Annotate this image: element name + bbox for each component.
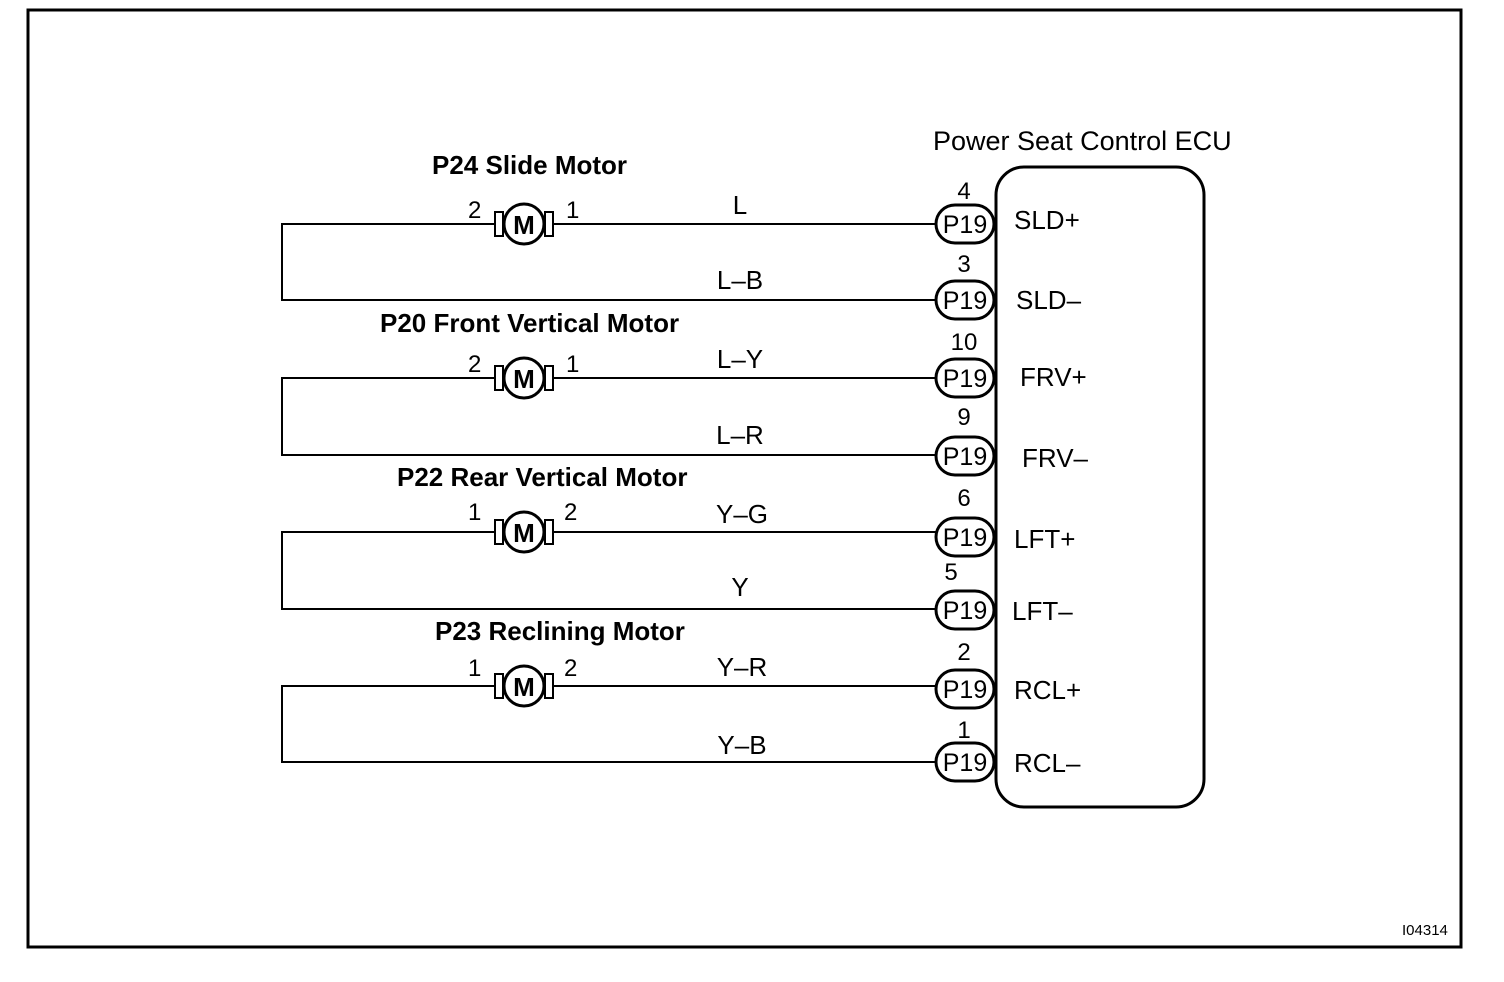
motor-group-reclining: P23 Reclining Motor M 1 2 Y–R Y–B [281, 616, 938, 763]
motor-title: P24 Slide Motor [432, 150, 627, 180]
wire-loop [281, 377, 938, 456]
motor-title: P23 Reclining Motor [435, 616, 685, 646]
terminal-pin-number: 10 [951, 329, 978, 356]
terminal-pin-number: 5 [944, 559, 957, 586]
terminal-name: RCL+ [1014, 675, 1081, 705]
svg-text:M: M [513, 364, 535, 394]
connector-label: P19 [943, 287, 987, 315]
ecu-title: Power Seat Control ECU [933, 126, 1232, 156]
motor-pin-right: 2 [564, 655, 577, 682]
connector-label: P19 [943, 443, 987, 471]
wire-color-label: Y–R [717, 652, 768, 682]
connector-oval [934, 357, 996, 399]
motor-icon: M [494, 356, 554, 400]
motor-title: P20 Front Vertical Motor [380, 308, 679, 338]
figure-code: I04314 [1402, 922, 1448, 939]
connector-label: P19 [943, 211, 987, 239]
motor-group-rear-vertical: P22 Rear Vertical Motor M 1 2 Y–G Y [281, 462, 938, 610]
terminal-pin-number: 1 [957, 717, 970, 744]
connector-oval [934, 516, 996, 558]
connector-label: P19 [943, 597, 987, 625]
terminal-name: SLD+ [1014, 205, 1080, 235]
motor-pin-right: 2 [564, 499, 577, 526]
connector-oval [934, 435, 996, 477]
wire-color-label: L–R [716, 420, 764, 450]
motor-pin-left: 1 [468, 499, 481, 526]
connector-label: P19 [943, 524, 987, 552]
wire-loop [281, 223, 938, 301]
motor-pin-right: 1 [566, 197, 579, 224]
terminal-name: FRV+ [1020, 362, 1087, 392]
wire-loop [281, 531, 938, 610]
terminal-pin-number: 4 [957, 178, 970, 205]
wire-color-label: Y–G [716, 499, 768, 529]
wire-color-label: L [733, 190, 747, 220]
diagram-frame [26, 8, 1463, 949]
motor-pin-right: 1 [566, 351, 579, 378]
wire-color-label: Y–B [717, 730, 766, 760]
wire-color-label: Y [731, 572, 748, 602]
svg-text:M: M [513, 210, 535, 240]
terminal-pin-number: 6 [957, 485, 970, 512]
motor-pin-left: 2 [468, 197, 481, 224]
connector-label: P19 [943, 676, 987, 704]
terminal-pin-number: 9 [957, 404, 970, 431]
terminal-name: LFT– [1012, 596, 1073, 626]
wire-loop [281, 685, 938, 763]
motor-icon: M [494, 202, 554, 246]
motor-group-slide: P24 Slide Motor M 2 1 L L–B [281, 150, 938, 301]
svg-text:M: M [513, 518, 535, 548]
terminal-name: LFT+ [1014, 524, 1075, 554]
svg-text:M: M [513, 672, 535, 702]
connector-oval [934, 279, 996, 321]
terminal-pin-number: 3 [957, 251, 970, 278]
motor-title: P22 Rear Vertical Motor [397, 462, 687, 492]
motor-icon: M [494, 510, 554, 554]
connector-oval [934, 203, 996, 245]
connector-oval [934, 589, 996, 631]
connector-oval [934, 741, 996, 783]
motor-pin-left: 1 [468, 655, 481, 682]
motor-group-front-vertical: P20 Front Vertical Motor M 2 1 L–Y L–R [281, 308, 938, 456]
connector-oval [934, 668, 996, 710]
motor-icon: M [494, 664, 554, 708]
ecu-terminals: 4 P19 SLD+ 3 P19 SLD– 10 P19 FRV+ 9 P19 … [934, 178, 1089, 783]
connector-label: P19 [943, 749, 987, 777]
terminal-name: FRV– [1022, 443, 1089, 473]
terminal-name: SLD– [1016, 285, 1082, 315]
terminal-pin-number: 2 [957, 639, 970, 666]
motor-pin-left: 2 [468, 351, 481, 378]
wire-color-label: L–B [717, 265, 763, 295]
connector-label: P19 [943, 365, 987, 393]
terminal-name: RCL– [1014, 748, 1081, 778]
ecu-box [994, 165, 1206, 809]
wire-color-label: L–Y [717, 344, 763, 374]
